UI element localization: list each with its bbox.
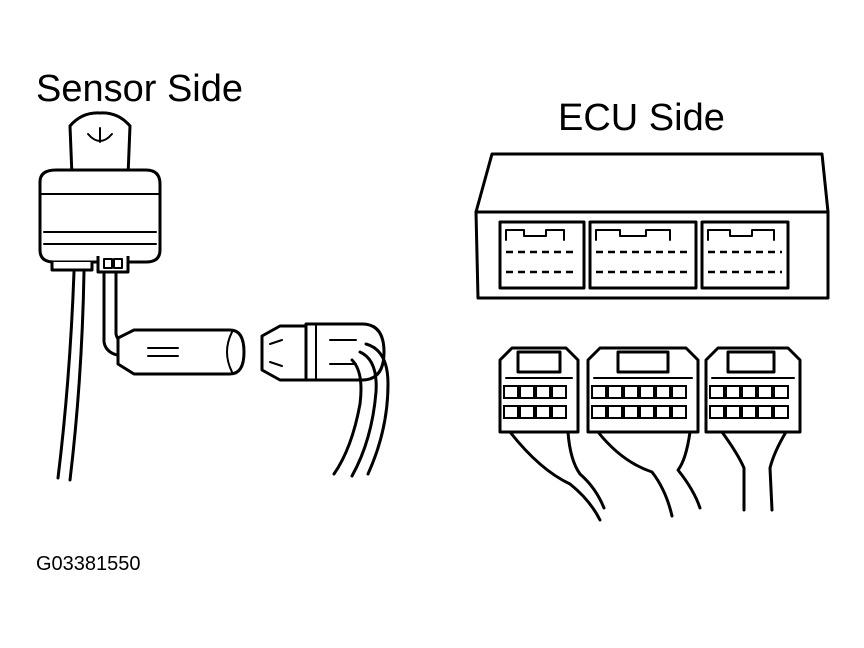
sensor-connector [38, 111, 162, 274]
ecu-unit [474, 152, 830, 300]
ecu-connector-1 [498, 346, 606, 522]
ecu-connector-3 [704, 346, 802, 512]
ecu-side-label: ECU Side [558, 97, 725, 139]
inline-connector-female [260, 322, 390, 478]
figure-code: G03381550 [36, 553, 141, 575]
sensor-side-label: Sensor Side [36, 68, 244, 110]
inline-connector-male [116, 328, 246, 376]
sensor-harness [56, 270, 132, 482]
ecu-connector-2 [586, 346, 702, 518]
